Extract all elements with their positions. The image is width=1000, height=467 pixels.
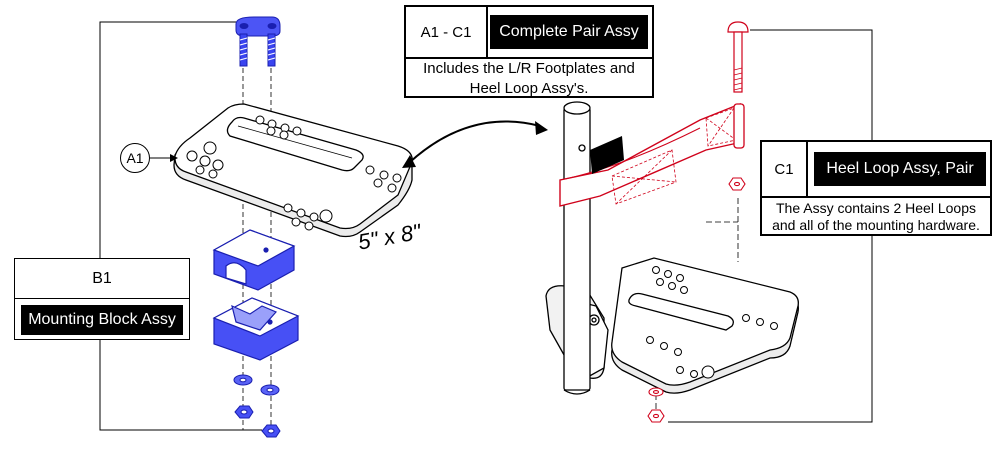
box-c1-note-line2: and all of the mounting hardware. (772, 217, 980, 233)
box-c1-note-line1: The Assy contains 2 Heel Loops (775, 200, 976, 216)
box-a1c1-divider (406, 57, 652, 59)
blue-bolts (235, 16, 281, 67)
mounting-block-lower (212, 297, 300, 361)
box-a1c1-note: Includes the L/R Footplates and Heel Loo… (406, 59, 652, 99)
left-bracket-lines (99, 21, 262, 431)
red-nuts-washers (647, 177, 746, 423)
footplate-a1 (173, 103, 413, 238)
right-bracket-lines (668, 29, 873, 423)
red-bolt (727, 21, 749, 93)
box-complete-pair: A1 - C1 Complete Pair Assy Includes the … (404, 5, 654, 98)
box-c1-label: Heel Loop Assy, Pair (814, 152, 986, 186)
box-b1-label: Mounting Block Assy (21, 305, 183, 335)
box-a1c1-note-line1: Includes the L/R Footplates and (423, 60, 635, 77)
curved-double-arrow (402, 120, 548, 168)
box-heel-loop: C1 Heel Loop Assy, Pair The Assy contain… (760, 140, 992, 236)
box-a1c1-code: A1 - C1 (406, 7, 488, 57)
box-mounting-block: B1 Mounting Block Assy (14, 258, 190, 340)
box-b1-code: B1 (15, 259, 189, 299)
box-a1c1-note-line2: Heel Loop Assy's. (469, 80, 589, 97)
blue-nuts (234, 405, 281, 438)
box-c1-code: C1 (762, 142, 808, 196)
box-c1-note: The Assy contains 2 Heel Loops and all o… (762, 200, 990, 234)
box-a1c1-label: Complete Pair Assy (490, 15, 648, 49)
footrest-assembly (545, 101, 799, 395)
heel-loop-strap (559, 102, 745, 207)
callout-a1-label: A1 (126, 150, 144, 166)
blue-washers (233, 374, 280, 396)
box-c1-divider (762, 196, 990, 198)
callout-a1: A1 (120, 143, 150, 173)
callout-a1-arrowhead (170, 154, 178, 162)
mounting-block-upper (212, 229, 296, 291)
